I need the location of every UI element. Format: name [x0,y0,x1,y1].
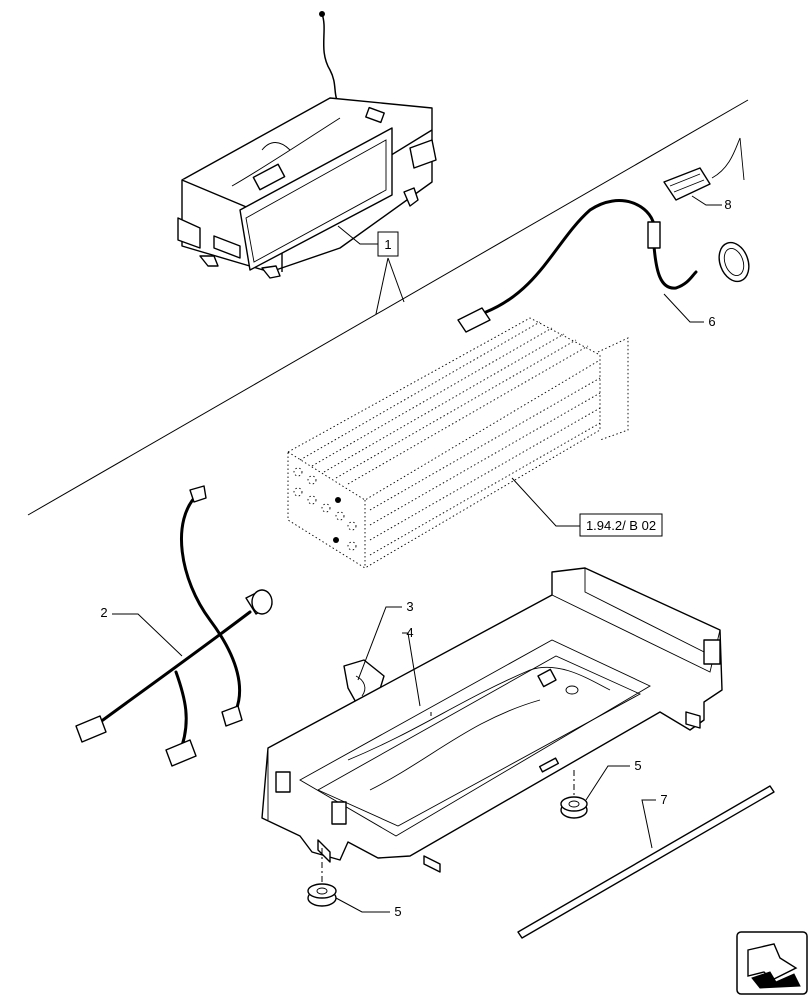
leader-2 [112,613,183,657]
leader-1c [375,257,389,315]
heater-housing [261,567,723,873]
callout-2: 2 [100,605,107,620]
heater-assembly [177,11,437,279]
callout-5-lower: 5 [394,904,401,919]
leader-8 [691,195,722,206]
callout-1: 1 [384,237,391,252]
leader-7 [641,799,656,849]
callout-8: 8 [724,197,731,212]
connector-8 [663,137,745,201]
callout-7: 7 [660,792,667,807]
leader-4 [402,632,421,707]
reference-box [579,513,663,537]
leader-1a [337,225,378,245]
spacer-5-lower [307,848,337,907]
hose-clamp [718,241,750,283]
spacer-5-upper [560,770,588,819]
next-page-arrow-icon[interactable] [736,931,808,995]
leader-1b [387,257,405,303]
sensor-cable-6 [457,199,698,333]
leader-5a [585,765,630,801]
leader-6 [663,293,704,323]
callout-6: 6 [708,314,715,329]
rod-7 [517,785,775,939]
callout-4: 4 [406,625,413,640]
leader-3 [357,606,402,681]
wiring-harness-2 [75,485,273,767]
leader-5b [335,897,390,913]
callout-3: 3 [406,599,413,614]
heater-core [287,317,629,569]
section-divider-line [27,99,749,516]
reference-label: 1.94.2/ B 02 [586,518,656,533]
leader-ref [511,477,580,527]
callout-1-box [377,231,399,257]
callout-5-upper: 5 [634,758,641,773]
